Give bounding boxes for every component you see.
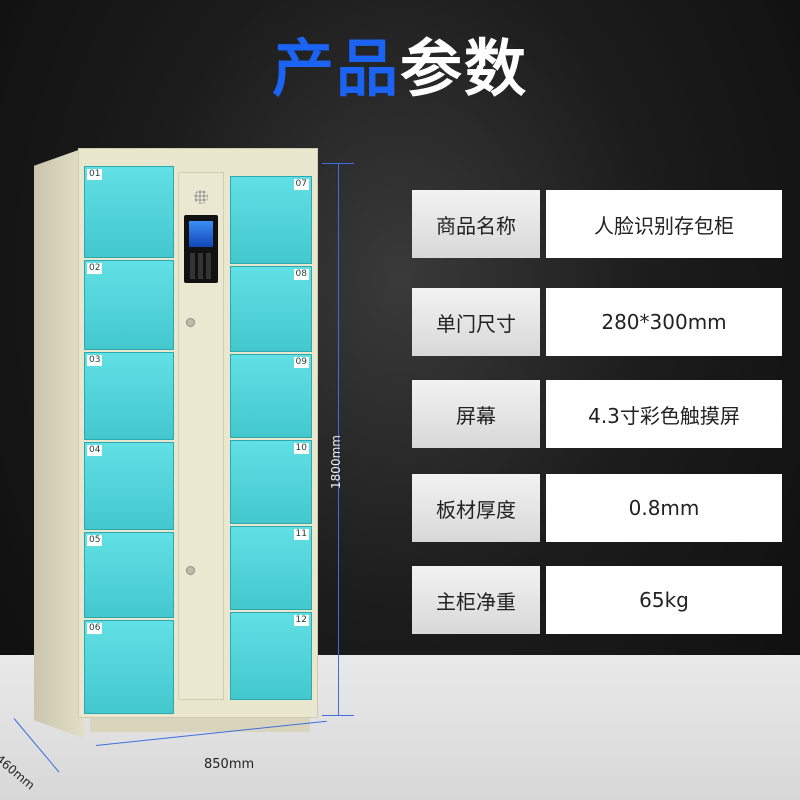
spec-value: 65kg [546,566,782,634]
spec-row-net-weight: 主柜净重 65kg [412,566,782,634]
locker-door: 07 [230,176,312,264]
locker-door: 12 [230,612,312,700]
title-part-1: 产品 [271,32,400,105]
spec-row-door-size: 单门尺寸 280*300mm [412,288,782,356]
speaker-icon [194,190,208,204]
width-dimension-label: 850mm [204,757,255,772]
door-number: 03 [87,355,103,366]
locker-door: 01 [84,166,174,258]
dimension-tick [322,715,354,716]
door-number: 09 [293,357,309,368]
spec-label: 主柜净重 [412,566,540,634]
door-number: 06 [87,623,103,634]
locker-door: 09 [230,354,312,438]
door-number: 05 [87,535,103,546]
face-recognition-screen [184,215,218,283]
door-number: 10 [293,443,309,454]
page-title: 产品参数 [0,38,800,100]
locker-door: 05 [84,532,174,618]
locker-door: 08 [230,266,312,352]
door-number: 02 [87,263,103,274]
dimension-tick [322,163,354,164]
title-part-2: 参数 [400,32,529,105]
locker-door: 11 [230,526,312,610]
spec-row-board-thickness: 板材厚度 0.8mm [412,474,782,542]
spec-value: 0.8mm [546,474,782,542]
door-number: 04 [87,445,103,456]
locker-door: 06 [84,620,174,714]
spec-label: 板材厚度 [412,474,540,542]
spec-row-screen: 屏幕 4.3寸彩色触摸屏 [412,380,782,448]
keyhole-icon [186,566,195,575]
spec-value: 4.3寸彩色触摸屏 [546,380,782,448]
spec-value: 280*300mm [546,288,782,356]
locker-door: 04 [84,442,174,530]
door-number: 08 [293,269,309,280]
cabinet-side-panel [34,148,84,738]
locker-door: 02 [84,260,174,350]
locker-door: 10 [230,440,312,524]
door-number: 07 [293,179,309,190]
door-number: 12 [293,615,309,626]
touch-display [189,221,213,247]
spec-label: 单门尺寸 [412,288,540,356]
keypad [190,253,212,279]
locker-door: 03 [84,352,174,440]
spec-row-product-name: 商品名称 人脸识别存包柜 [412,190,782,258]
height-dimension-line [338,163,339,715]
keyhole-icon [186,318,195,327]
door-number: 11 [293,529,309,540]
spec-value: 人脸识别存包柜 [546,190,782,258]
door-number: 01 [87,169,103,180]
height-dimension-label: 1800mm [329,435,343,489]
spec-label: 商品名称 [412,190,540,258]
spec-label: 屏幕 [412,380,540,448]
